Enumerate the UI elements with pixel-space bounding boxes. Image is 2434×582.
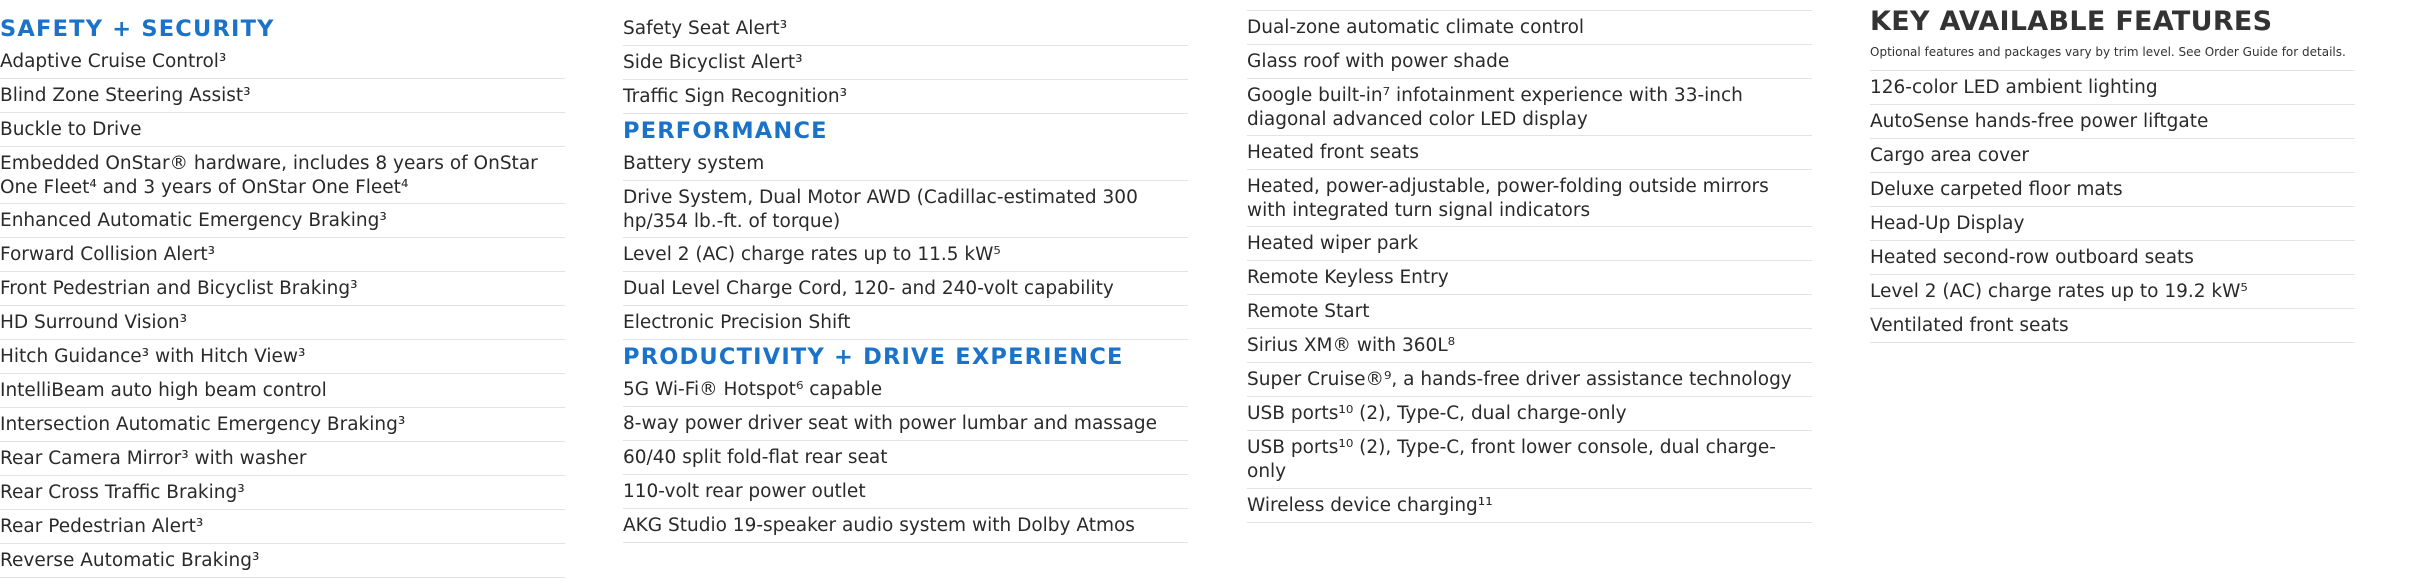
- list-item: Enhanced Automatic Emergency Braking³: [0, 204, 565, 238]
- list-item: Level 2 (AC) charge rates up to 19.2 kW⁵: [1870, 275, 2355, 309]
- list-item: USB ports¹⁰ (2), Type-C, dual charge-onl…: [1247, 397, 1812, 431]
- safety-cont-list: Safety Seat Alert³ Side Bicyclist Alert³…: [623, 12, 1188, 114]
- list-item: AutoSense hands-free power liftgate: [1870, 105, 2355, 139]
- list-item: Hitch Guidance³ with Hitch View³: [0, 340, 565, 374]
- list-item: Battery system: [623, 147, 1188, 181]
- list-item: IntelliBeam auto high beam control: [0, 374, 565, 408]
- list-item: 60/40 split fold-flat rear seat: [623, 441, 1188, 475]
- list-item: Level 2 (AC) charge rates up to 11.5 kW⁵: [623, 238, 1188, 272]
- list-item: Drive System, Dual Motor AWD (Cadillac-e…: [623, 181, 1188, 238]
- divider: [1247, 10, 1812, 11]
- list-item: Adaptive Cruise Control³: [0, 45, 565, 79]
- safety-list: Adaptive Cruise Control³ Blind Zone Stee…: [0, 45, 565, 578]
- list-item: Electronic Precision Shift: [623, 306, 1188, 340]
- key-features-title: KEY AVAILABLE FEATURES: [1870, 6, 2273, 37]
- list-item: Heated front seats: [1247, 136, 1812, 170]
- list-item: Reverse Automatic Braking³: [0, 544, 565, 578]
- key-features-list: 126-color LED ambient lighting AutoSense…: [1870, 71, 2355, 343]
- list-item: Side Bicyclist Alert³: [623, 46, 1188, 80]
- list-item: Ventilated front seats: [1870, 309, 2355, 343]
- list-item: Rear Pedestrian Alert³: [0, 510, 565, 544]
- list-item: Traffic Sign Recognition³: [623, 80, 1188, 114]
- list-item: Embedded OnStar® hardware, includes 8 ye…: [0, 147, 565, 204]
- list-item: Intersection Automatic Emergency Braking…: [0, 408, 565, 442]
- list-item: Safety Seat Alert³: [623, 12, 1188, 46]
- column-key-features: KEY AVAILABLE FEATURES Optional features…: [1870, 4, 2355, 343]
- list-item: Wireless device charging¹¹: [1247, 489, 1812, 523]
- list-item: Dual-zone automatic climate control: [1247, 11, 1812, 45]
- list-item: Deluxe carpeted floor mats: [1870, 173, 2355, 207]
- list-item: 5G Wi-Fi® Hotspot⁶ capable: [623, 373, 1188, 407]
- divider: [1870, 70, 2355, 71]
- list-item: Sirius XM® with 360L⁸: [1247, 329, 1812, 363]
- list-item: Cargo area cover: [1870, 139, 2355, 173]
- column-productivity-cont: Dual-zone automatic climate control Glas…: [1247, 10, 1812, 523]
- productivity-list: 5G Wi-Fi® Hotspot⁶ capable 8-way power d…: [623, 373, 1188, 543]
- section-heading-productivity: PRODUCTIVITY + DRIVE EXPERIENCE: [623, 344, 1124, 370]
- section-heading-safety: SAFETY + SECURITY: [0, 16, 275, 42]
- list-item: Heated wiper park: [1247, 227, 1812, 261]
- list-item: 126-color LED ambient lighting: [1870, 71, 2355, 105]
- list-item: AKG Studio 19-speaker audio system with …: [623, 509, 1188, 543]
- list-item: 110-volt rear power outlet: [623, 475, 1188, 509]
- list-item: Buckle to Drive: [0, 113, 565, 147]
- performance-list: Battery system Drive System, Dual Motor …: [623, 147, 1188, 340]
- column-safety: SAFETY + SECURITY Adaptive Cruise Contro…: [0, 12, 565, 578]
- list-item: Rear Camera Mirror³ with washer: [0, 442, 565, 476]
- list-item: Remote Start: [1247, 295, 1812, 329]
- list-item: Forward Collision Alert³: [0, 238, 565, 272]
- column-performance: Safety Seat Alert³ Side Bicyclist Alert³…: [623, 12, 1188, 543]
- list-item: Super Cruise®⁹, a hands-free driver assi…: [1247, 363, 1812, 397]
- list-item: Heated second-row outboard seats: [1870, 241, 2355, 275]
- list-item: USB ports¹⁰ (2), Type-C, front lower con…: [1247, 431, 1812, 489]
- list-item: Head-Up Display: [1870, 207, 2355, 241]
- list-item: Front Pedestrian and Bicyclist Braking³: [0, 272, 565, 306]
- list-item: Dual Level Charge Cord, 120- and 240-vol…: [623, 272, 1188, 306]
- list-item: Google built-in⁷ infotainment experience…: [1247, 79, 1812, 136]
- list-item: Glass roof with power shade: [1247, 45, 1812, 79]
- list-item: 8-way power driver seat with power lumba…: [623, 407, 1188, 441]
- key-features-note: Optional features and packages vary by t…: [1870, 45, 2346, 59]
- section-heading-performance: PERFORMANCE: [623, 118, 828, 144]
- list-item: Blind Zone Steering Assist³: [0, 79, 565, 113]
- list-item: Rear Cross Traffic Braking³: [0, 476, 565, 510]
- productivity-cont-list: Dual-zone automatic climate control Glas…: [1247, 11, 1812, 523]
- list-item: HD Surround Vision³: [0, 306, 565, 340]
- list-item: Remote Keyless Entry: [1247, 261, 1812, 295]
- list-item: Heated, power-adjustable, power-folding …: [1247, 170, 1812, 227]
